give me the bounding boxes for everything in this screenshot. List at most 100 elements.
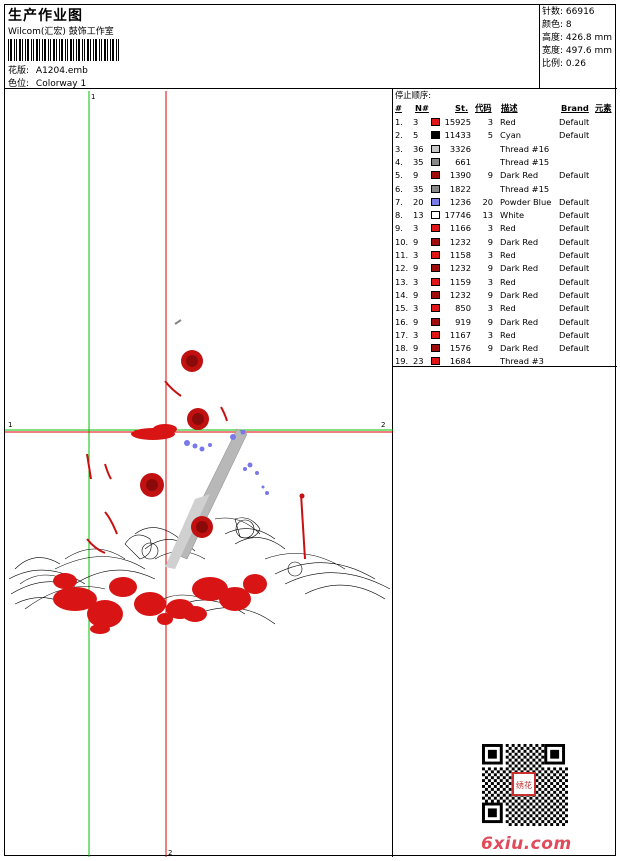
roses	[140, 350, 213, 538]
qr-module	[520, 811, 524, 815]
qr-module	[520, 805, 524, 809]
qr-module	[496, 782, 500, 785]
qr-module	[514, 799, 518, 803]
qr-module	[487, 767, 491, 771]
production-worksheet: 生产作业图 Wilcom(汇宏) 鼓饰工作室 花版: A1204.emb 色位:…	[4, 4, 617, 857]
qr-module	[529, 814, 533, 818]
row-number: 3.	[395, 143, 403, 154]
thread-code: 3	[487, 329, 493, 340]
qr-module	[535, 814, 539, 818]
thread-description: Dark Red	[500, 316, 539, 327]
barcode-bar	[99, 39, 100, 61]
qr-module	[529, 796, 533, 800]
row-number: 4.	[395, 156, 403, 167]
qr-module	[505, 790, 509, 794]
qr-module	[550, 799, 554, 803]
color-swatch	[431, 211, 440, 220]
qr-module	[517, 749, 521, 753]
header-panel: 生产作业图 Wilcom(汇宏) 鼓饰工作室 花版: A1204.emb 色位:…	[5, 5, 540, 89]
thread-description: Thread #3	[500, 356, 544, 367]
stitch-count: 1232	[449, 236, 471, 247]
qr-module	[511, 767, 515, 771]
qr-module	[550, 787, 554, 791]
stitch-count: 919	[455, 316, 471, 327]
qr-module	[511, 802, 515, 806]
thread-description: Dark Red	[500, 170, 539, 181]
qr-module	[514, 752, 518, 756]
thread-code: 9	[487, 236, 493, 247]
qr-module	[559, 767, 563, 771]
row-number: 19.	[395, 356, 409, 367]
qr-module	[526, 817, 530, 821]
stitch-count: 1236	[449, 196, 471, 207]
stitch-count: 1232	[449, 263, 471, 274]
barcode-bar	[44, 39, 46, 61]
barcode-bar	[50, 39, 51, 61]
guide-label-left: 1	[8, 421, 12, 429]
row-number: 18.	[395, 343, 409, 354]
qr-module	[493, 767, 497, 771]
qr-module	[505, 796, 509, 800]
qr-module	[508, 764, 512, 768]
qr-module	[502, 799, 506, 803]
qr-module	[550, 817, 554, 821]
thread-description: Red	[500, 250, 516, 260]
qr-module	[482, 796, 485, 800]
color-swatch	[431, 197, 440, 206]
needle-number: 13	[413, 210, 424, 221]
stitch-count: 1576	[449, 343, 471, 354]
qr-module	[535, 755, 539, 759]
qr-module	[493, 796, 497, 800]
thread-code: 3	[487, 303, 493, 314]
qr-module	[526, 799, 530, 803]
row-number: 8.	[395, 210, 403, 221]
qr-module	[508, 811, 512, 815]
qr-module	[541, 796, 545, 800]
thread-description: Thread #15	[500, 183, 550, 194]
qr-module	[559, 808, 563, 812]
qr-module	[529, 802, 533, 806]
qr-module	[538, 805, 542, 809]
qr-module	[547, 779, 551, 783]
needle-number: 9	[413, 170, 419, 181]
barcode-bar	[76, 39, 77, 61]
barcode-bar	[22, 39, 23, 61]
color-swatch	[431, 118, 440, 126]
qr-module	[544, 823, 548, 826]
stitch-count: 1822	[449, 183, 471, 194]
qr-code: 绣花	[482, 744, 568, 826]
thread-brand: Default	[559, 343, 590, 354]
thread-description: Dark Red	[500, 289, 539, 300]
qr-module	[538, 817, 542, 821]
qr-module	[505, 802, 509, 806]
qr-module	[553, 796, 557, 800]
qr-module	[508, 799, 512, 803]
qr-module	[538, 776, 542, 780]
qr-module	[526, 823, 530, 826]
watermark: 6xiu.com	[481, 834, 572, 854]
stitch-count: 15925	[444, 117, 471, 127]
row-number: 16.	[395, 316, 409, 327]
thread-code: 9	[487, 343, 493, 354]
qr-module	[544, 782, 548, 785]
qr-module	[541, 744, 545, 747]
stitch-count: 1167	[449, 329, 471, 340]
row-number: 11.	[395, 250, 409, 260]
barcode-bar	[16, 39, 17, 61]
guide-label-bottom: 2	[168, 849, 172, 857]
qr-module	[532, 770, 536, 774]
thread-brand: Default	[559, 263, 590, 274]
qr-module	[505, 808, 509, 812]
qr-module	[505, 814, 509, 818]
design-value: A1204.emb	[35, 66, 88, 76]
qr-module	[520, 770, 524, 774]
qr-module	[517, 767, 521, 771]
qr-module	[487, 790, 491, 794]
qr-module	[502, 776, 506, 780]
qr-module	[505, 761, 509, 765]
qr-module	[517, 808, 521, 812]
qr-module	[508, 787, 512, 791]
qr-module	[532, 758, 536, 762]
